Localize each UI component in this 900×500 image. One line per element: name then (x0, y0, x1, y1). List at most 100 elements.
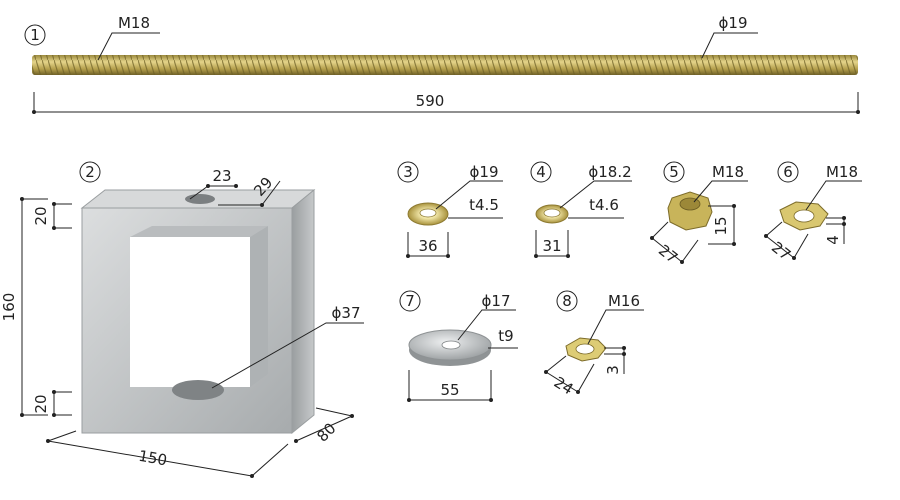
block-total-dot-top (20, 197, 24, 201)
block-width-ext-left (47, 430, 77, 442)
block-top-depth-dot (260, 203, 264, 207)
part-5-hex-nut: 5 M18 15 27 (650, 161, 748, 267)
block-depth-dim-line (295, 415, 353, 442)
washer-3-hole (419, 208, 437, 218)
part-4-number-circle (530, 161, 552, 183)
part-8-number: 8 (562, 292, 572, 310)
washer-4-diameter-label: ϕ18.2 (588, 163, 631, 181)
block-window-inner-top (130, 226, 268, 237)
nut-8-thread-label: M16 (608, 292, 640, 310)
block-total-dot-bottom (20, 413, 24, 417)
block-bottom-hole (172, 380, 224, 400)
nut-6-width-label: 27 (768, 238, 794, 264)
nut-8-width-dot-l (544, 370, 548, 374)
block-top-width-dot-r (234, 184, 238, 188)
nut-6-hole (793, 209, 815, 223)
washer-7-diameter-label: ϕ17 (482, 292, 511, 310)
block-hole-leader (211, 322, 364, 389)
rod-thread-pattern (32, 55, 858, 75)
nut-6-height-label: 4 (824, 235, 842, 245)
nut-5-width-ext-r (681, 239, 699, 263)
block-top-width-label: 23 (212, 167, 231, 185)
part-7-number: 7 (405, 292, 415, 310)
block-top-width-ext (189, 185, 209, 200)
washer-7-width-label: 55 (440, 381, 459, 399)
block-depth-dot-a (294, 439, 298, 443)
part-4-number: 4 (536, 163, 546, 181)
washer-3-width-dot-r (446, 254, 450, 258)
washer-4-width-label: 31 (542, 237, 561, 255)
block-upper-dot-bottom (52, 226, 56, 230)
nut-6-width-dot-r (792, 256, 796, 260)
nut-8-thread-leader (587, 309, 644, 345)
block-upper-dot-top (52, 202, 56, 206)
rod-length-dot-right (856, 110, 860, 114)
washer-3-diameter-leader (435, 180, 503, 210)
washer-7-thickness-label: t9 (498, 327, 513, 345)
nut-6-width-dot-l (764, 234, 768, 238)
rod-length-label: 590 (416, 92, 445, 110)
nut-5-width-ext-l (651, 221, 669, 239)
part-1-threaded-rod: 1 M18 ϕ19 590 (24, 14, 860, 114)
block-depth-dot-b (350, 414, 354, 418)
nut-6-height-dot-bottom (842, 222, 846, 226)
part-2-number: 2 (85, 163, 95, 181)
nut-6-height-dot-top (842, 216, 846, 220)
block-width-label: 150 (137, 447, 168, 470)
nut-5-body (667, 191, 713, 231)
block-total-height-label: 160 (0, 293, 18, 322)
nut-6-width-ext-l (765, 221, 783, 237)
block-top-width-dot-l (206, 184, 210, 188)
part-8-thin-hex-nut: 8 M16 3 24 (544, 290, 644, 398)
nut-5-hole (679, 197, 701, 211)
rod-thread-leader (97, 32, 160, 61)
washer-4-width-dot-l (534, 254, 538, 258)
washer-4-hole (543, 208, 561, 218)
washer-4-diameter-leader (559, 180, 632, 209)
washer-3-width-dot-l (406, 254, 410, 258)
nut-8-hole (575, 343, 595, 355)
rod-diameter-leader (701, 32, 758, 59)
nut-5-height-dot-top (732, 204, 736, 208)
nut-5-width-dot-l (650, 236, 654, 240)
part-5-number-circle (663, 161, 685, 183)
nut-8-width-dot-r (576, 390, 580, 394)
block-depth-ext (315, 407, 353, 417)
part-6-number-circle (777, 161, 799, 183)
block-width-dot-left (46, 439, 50, 443)
nut-8-width-ext-l (545, 355, 567, 373)
washer-4-thickness-label: t4.6 (589, 196, 619, 214)
nut-5-thread-leader (693, 180, 748, 203)
nut-5-width-dot-r (680, 260, 684, 264)
part-3-flat-washer: 3 ϕ19 t4.5 36 (397, 161, 503, 258)
washer-7-hole (441, 340, 461, 350)
nut-8-height-dot-top (622, 346, 626, 350)
washer-3-diameter-label: ϕ19 (470, 163, 499, 181)
part-6-number: 6 (783, 163, 793, 181)
part-6-thin-hex-nut: 6 M18 4 27 (764, 161, 862, 264)
block-side-face (291, 188, 315, 435)
part-2-number-circle (79, 161, 101, 183)
nut-6-thread-leader (805, 180, 862, 211)
block-lower-dot-top (52, 390, 56, 394)
washer-7-diameter-leader (457, 309, 516, 341)
part-3-number-circle (397, 161, 419, 183)
part-8-number-circle (556, 290, 578, 312)
nut-5-width-dim-line (651, 237, 683, 263)
block-top-depth-ext (261, 180, 281, 206)
part-1-number-circle (24, 24, 46, 46)
nut-6-width-dim-line (765, 235, 795, 259)
block-upper-height-label: 20 (32, 206, 50, 225)
nut-5-thread-label: M18 (712, 163, 744, 181)
part-5-number: 5 (669, 163, 679, 181)
part-2-anchor-block: 2 23 29 20 160 (0, 161, 364, 478)
washer-7-width-dot-l (407, 398, 411, 402)
rod-length-dot-left (32, 110, 36, 114)
nut-8-width-ext-r (577, 363, 595, 393)
washer-3-width-label: 36 (418, 237, 437, 255)
nut-8-height-label: 3 (604, 365, 622, 375)
part-4-spring-washer: 4 ϕ18.2 t4.6 31 (530, 161, 632, 258)
part-7-large-washer: 7 ϕ17 t9 55 (399, 290, 518, 402)
